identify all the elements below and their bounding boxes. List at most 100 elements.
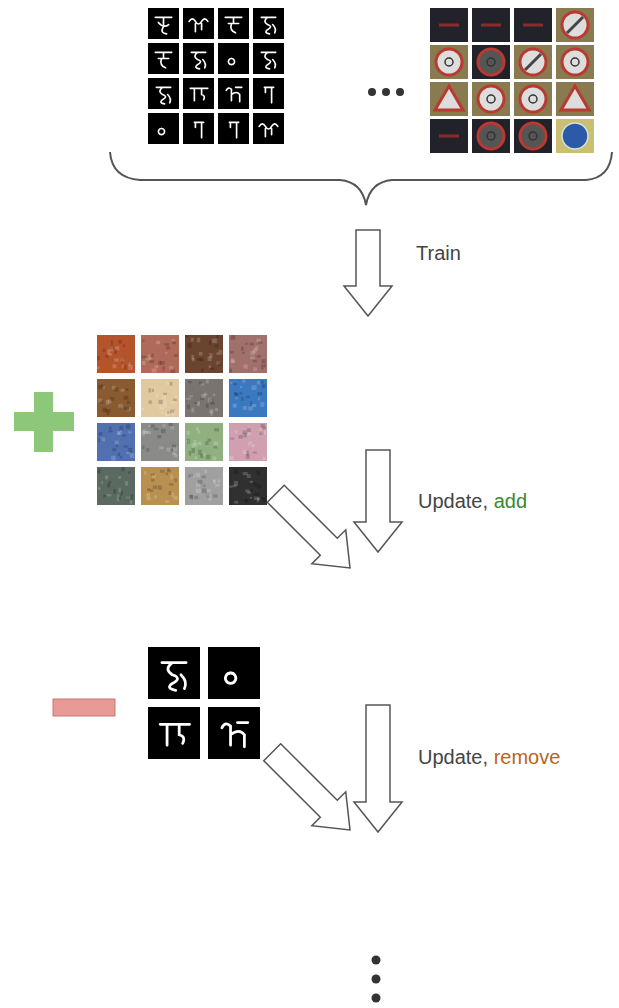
- texture-speck: [146, 498, 150, 501]
- texture-speck: [198, 450, 202, 455]
- texture-speck: [142, 408, 144, 411]
- texture-speck: [122, 435, 127, 437]
- texture-speck: [241, 397, 243, 401]
- texture-speck: [165, 473, 168, 476]
- texture-speck: [208, 439, 211, 442]
- sign-triangle: [435, 86, 463, 110]
- texture-speck: [215, 344, 219, 347]
- texture-speck: [258, 341, 262, 343]
- tile-ground: [148, 113, 179, 144]
- step-label: Train: [416, 242, 461, 265]
- texture-speck: [174, 478, 176, 481]
- sign-tile: [514, 45, 552, 79]
- texture-speck: [142, 340, 144, 342]
- texture-speck: [243, 406, 247, 410]
- texture-speck: [122, 467, 125, 471]
- texture-speck: [101, 481, 103, 483]
- texture-speck: [124, 407, 126, 410]
- texture-speck: [111, 340, 113, 345]
- sign-triangle: [561, 86, 589, 110]
- texture-tile: [229, 467, 267, 505]
- character-tile: [148, 78, 179, 109]
- texture-speck: [202, 488, 207, 493]
- texture-speck: [98, 469, 101, 473]
- texture-speck: [146, 431, 151, 434]
- texture-speck: [206, 404, 208, 409]
- texture-speck: [206, 379, 209, 383]
- texture-speck: [146, 448, 149, 452]
- texture-speck: [251, 444, 255, 447]
- texture-speck: [258, 497, 260, 500]
- character-stroke: [155, 52, 172, 68]
- texture-speck: [207, 489, 211, 492]
- texture-speck: [194, 402, 197, 404]
- texture-speck: [216, 335, 218, 338]
- character-tile: [218, 43, 249, 74]
- texture-speck: [254, 493, 259, 498]
- texture-speck: [189, 451, 191, 456]
- texture-speck: [210, 411, 213, 416]
- texture-speck: [160, 470, 165, 473]
- texture-speck: [152, 389, 154, 392]
- texture-speck: [170, 401, 175, 404]
- texture-speck: [130, 500, 132, 504]
- texture-speck: [170, 382, 173, 386]
- texture-speck: [151, 473, 155, 475]
- tile-ground: [183, 113, 214, 144]
- texture-speck: [253, 367, 257, 371]
- block-arrow: [354, 705, 402, 832]
- texture-speck: [106, 494, 111, 496]
- block-arrow: [259, 477, 367, 585]
- texture-speck: [261, 367, 263, 369]
- texture-speck: [232, 485, 236, 487]
- texture-speck: [109, 430, 113, 432]
- texture-speck: [154, 495, 157, 498]
- texture-speck: [120, 426, 124, 431]
- texture-speck: [196, 473, 201, 477]
- texture-speck: [157, 435, 161, 438]
- texture-speck: [186, 440, 189, 443]
- texture-speck: [126, 452, 130, 454]
- sign-digit: [529, 95, 537, 103]
- texture-tile: [141, 467, 179, 505]
- texture-speck: [216, 352, 218, 355]
- texture-speck: [235, 397, 237, 399]
- texture-speck: [243, 364, 247, 368]
- character-tile: [208, 647, 260, 699]
- texture-speck: [109, 481, 112, 484]
- sign-disc: [520, 123, 546, 149]
- texture-speck: [203, 453, 205, 456]
- texture-speck: [196, 489, 201, 493]
- texture-speck: [166, 382, 169, 385]
- texture-speck: [97, 356, 100, 360]
- texture-speck: [163, 393, 167, 395]
- tile-ground: [253, 113, 284, 144]
- block-arrow: [344, 230, 392, 316]
- texture-speck: [191, 475, 195, 477]
- step-label: Update,: [418, 746, 488, 769]
- texture-speck: [231, 335, 236, 340]
- tile-ground: [148, 43, 179, 74]
- texture-speck: [248, 432, 251, 435]
- texture-speck: [260, 402, 264, 407]
- texture-speck: [119, 340, 122, 344]
- sign-tile: [514, 8, 552, 42]
- texture-speck: [235, 430, 237, 433]
- character-stroke: [160, 724, 189, 745]
- texture-speck: [149, 388, 151, 392]
- texture-speck: [148, 400, 152, 403]
- texture-speck: [109, 347, 113, 352]
- texture-speck: [262, 430, 266, 435]
- sign-digit: [571, 58, 579, 66]
- texture-speck: [250, 497, 252, 499]
- remove-word: remove: [494, 746, 561, 769]
- texture-speck: [250, 481, 253, 483]
- texture-speck: [156, 394, 158, 398]
- step-label: Update,add: [418, 490, 527, 513]
- texture-speck: [219, 350, 222, 355]
- texture-speck: [167, 448, 171, 452]
- block-arrow: [255, 735, 367, 847]
- texture-speck: [162, 405, 164, 409]
- texture-speck: [247, 428, 251, 432]
- texture-speck: [242, 352, 244, 354]
